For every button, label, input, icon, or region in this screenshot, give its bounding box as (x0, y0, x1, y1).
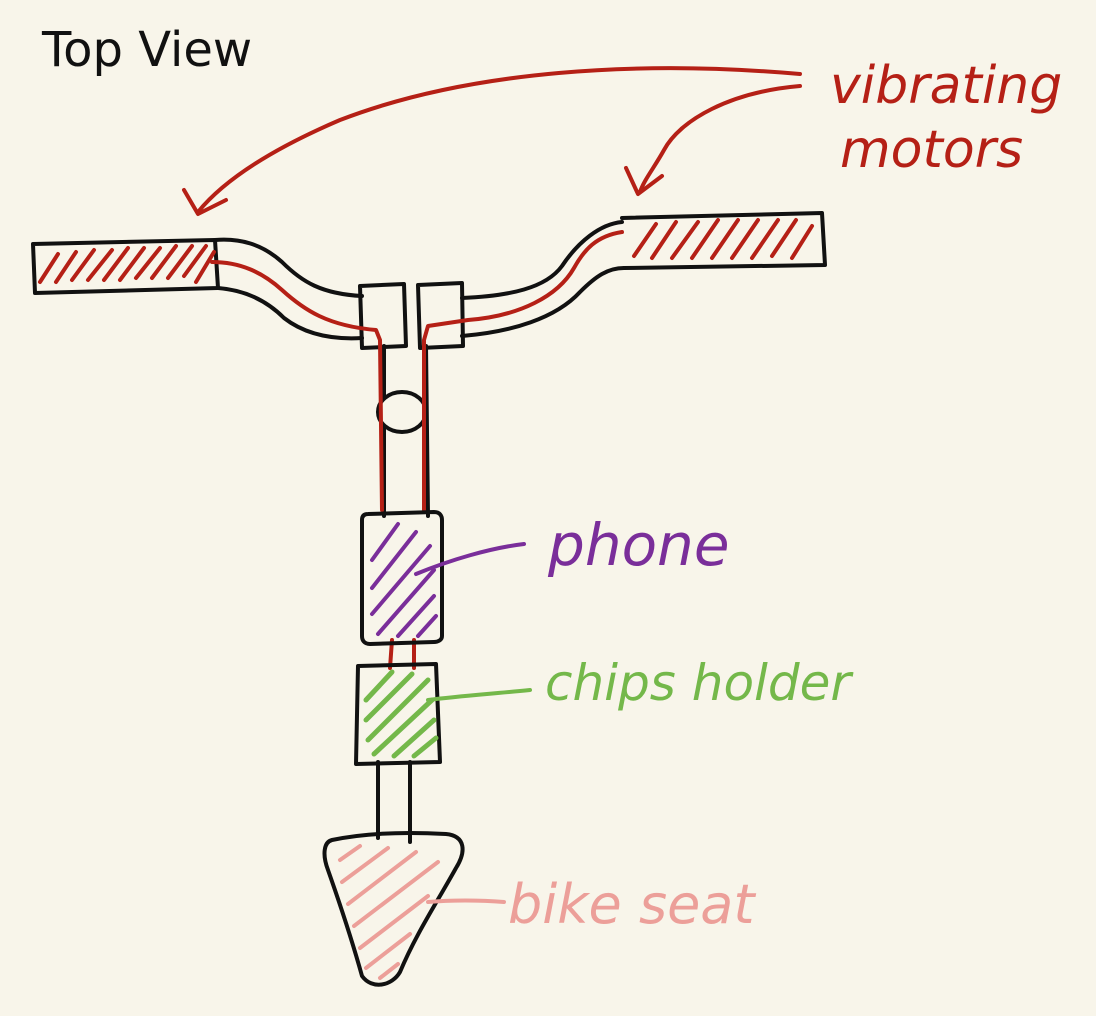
chips-holder-pointer (428, 690, 530, 700)
bike-seat-label: bike seat (508, 878, 755, 932)
left-clamp (360, 284, 406, 348)
stem (378, 346, 428, 842)
left-motor-hatch (40, 246, 214, 282)
motor-arrows (184, 68, 800, 214)
vibrating-motors-label-line2: motors (840, 124, 1023, 176)
right-bar-top (462, 222, 622, 298)
chips-holder-hatch (366, 672, 436, 756)
right-bar-bottom (462, 268, 624, 336)
arrow-to-right-motor (640, 86, 800, 192)
phone-pointer (416, 544, 524, 574)
stem-right-edge (426, 346, 428, 516)
chips-holder-label: chips holder (545, 658, 851, 708)
left-bar-top (215, 240, 362, 296)
wire-left (212, 262, 382, 510)
stem-knob (378, 392, 426, 432)
bike-seat-pointer (428, 901, 504, 903)
wire-right (424, 232, 622, 510)
right-motor-hatch (634, 220, 812, 258)
diagram-title: Top View (42, 26, 252, 74)
bike-seat (325, 833, 504, 985)
arrow-to-left-motor (198, 68, 800, 212)
phone (362, 512, 524, 644)
bike-seat-hatch (340, 846, 438, 978)
phone-hatch (372, 524, 436, 636)
phone-label: phone (548, 516, 730, 574)
vibrating-motors-label-line1: vibrating (830, 60, 1062, 112)
chips-holder (356, 664, 530, 764)
